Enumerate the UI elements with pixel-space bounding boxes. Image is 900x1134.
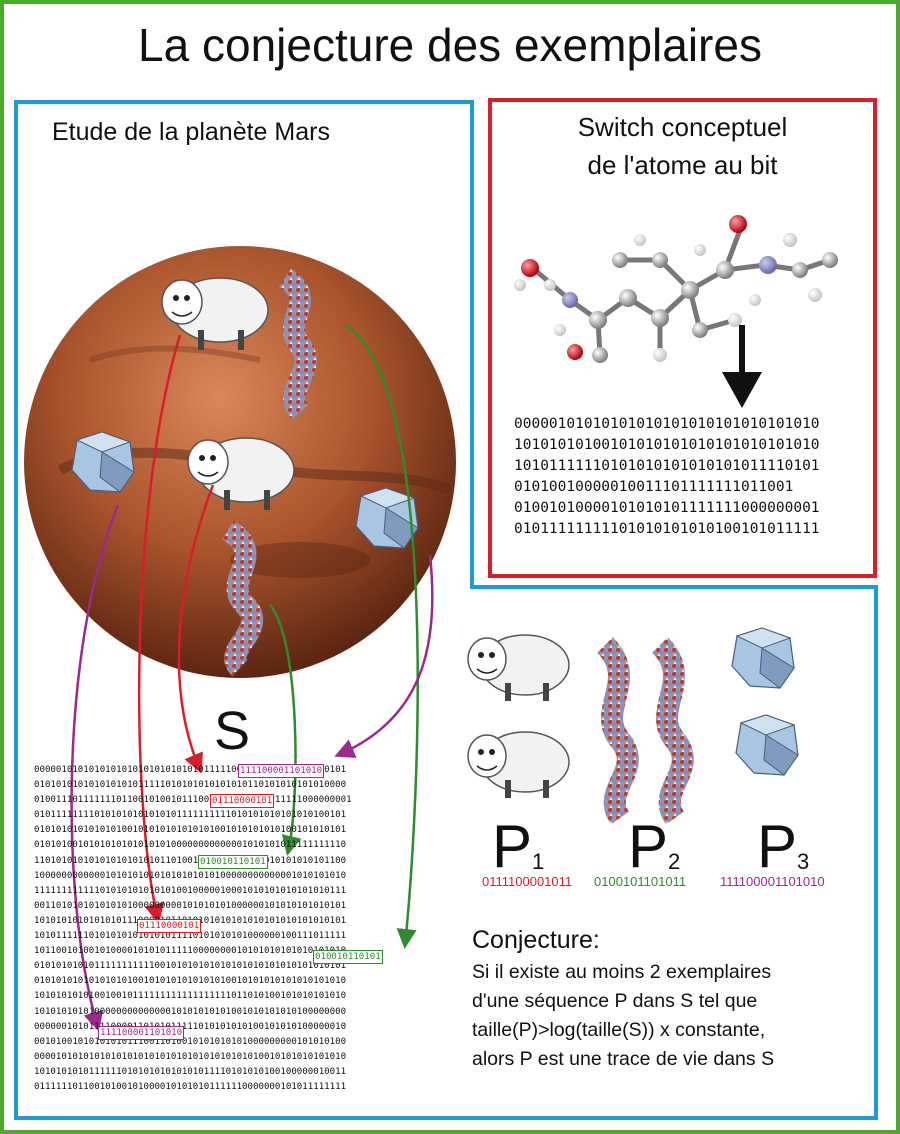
switch-title-line1: Switch conceptuel bbox=[577, 112, 788, 142]
sheep-icon bbox=[467, 634, 570, 701]
switch-title: Switch conceptuel de l'atome au bit bbox=[490, 108, 875, 184]
crystal-icon bbox=[735, 714, 799, 776]
mars-title: Etude de la planète Mars bbox=[52, 118, 330, 146]
conjecture-line: Si il existe au moins 2 exemplaires bbox=[472, 961, 772, 983]
switch-panel bbox=[488, 98, 877, 578]
dna-helix-icon bbox=[278, 268, 317, 420]
conjecture-line: taille(P)>log(taille(S)) x constante, bbox=[472, 1019, 766, 1041]
page-title: La conjecture des exemplaires bbox=[138, 19, 762, 71]
binary-row: 10101111110101010101010101011110101 bbox=[514, 458, 820, 474]
sequence-s-label: S bbox=[214, 701, 251, 761]
sheep-icon bbox=[161, 277, 269, 350]
binary-row: 10101010100101010101010101010101010 bbox=[514, 437, 820, 453]
sequence-row: 0101010010101010101010101000000000000010… bbox=[34, 840, 347, 851]
sequence-row: 1010101010100000000000000101010101010010… bbox=[34, 1006, 347, 1017]
highlight-p1: 01110000101 bbox=[137, 919, 202, 933]
pattern-p3-label: P3 bbox=[757, 813, 810, 880]
sequence-row: 0000001010111100001101010111110101010101… bbox=[34, 1021, 347, 1032]
molecule-icon bbox=[514, 215, 838, 363]
binary-encoding: 00000101010101010101010101010101010 1010… bbox=[514, 414, 820, 540]
sequence-row: 1011001010010100001010101111100000000101… bbox=[34, 946, 347, 957]
conjecture-title: Conjecture: bbox=[472, 926, 600, 954]
binary-row: 01011111111101010101010100101011111 bbox=[514, 521, 820, 537]
sheep-icon bbox=[467, 731, 570, 798]
pattern-p2-sequence: 0100101101011 bbox=[594, 874, 687, 889]
sequence-row: 1010101010101010111000010110101010101010… bbox=[34, 914, 422, 929]
binary-row: 01010010000010011101111111011001 bbox=[514, 479, 794, 495]
sequence-row: 1010101010111111010101010101010111101010… bbox=[34, 1066, 347, 1077]
sequence-row: 0101010101010101001010101010101010010101… bbox=[34, 825, 347, 836]
crystal-icon bbox=[355, 487, 419, 549]
pattern-p2-label: P2 bbox=[628, 813, 681, 880]
sequence-row: 0101111111101010101010101011111111110101… bbox=[34, 810, 347, 821]
sequence-s: 0000010101010101010101010101010111110000… bbox=[34, 763, 422, 1095]
dna-helix-icon bbox=[651, 637, 694, 825]
sheep-icon bbox=[187, 437, 295, 510]
sequence-row: 1101010101010101010101011010010101101101… bbox=[34, 855, 347, 866]
highlight-p3: 111100001101010 bbox=[238, 764, 325, 778]
binary-row: 01001010000101010101111111000000001 bbox=[514, 500, 820, 516]
sequence-row: 0111111011001010010100001010101011111100… bbox=[34, 1081, 347, 1092]
crystal-icon bbox=[71, 431, 135, 493]
pattern-p1-sequence: 0111100001011 bbox=[482, 874, 573, 889]
patterns-panel bbox=[470, 585, 878, 1120]
sequence-row: 1010101010100100101111111111111111110110… bbox=[34, 991, 347, 1002]
down-arrow-icon bbox=[722, 325, 762, 408]
conjecture-line: alors P est une trace de vie dans S bbox=[472, 1048, 775, 1070]
sequence-row: 0000101010101010101010101010101010101010… bbox=[34, 1051, 347, 1062]
dna-helix-icon bbox=[221, 520, 264, 677]
highlight-p3: 111100001101010 bbox=[98, 1026, 185, 1040]
sequence-row: 0000010101010101010101010101010111110000… bbox=[34, 765, 347, 775]
sequence-row: 0100111011111110110010100101110000101110… bbox=[34, 795, 352, 806]
switch-title-line2: de l'atome au bit bbox=[587, 150, 778, 180]
sequence-row: 1000000000000101010101010101010101000000… bbox=[34, 870, 347, 881]
sequence-row: 0011010101010101010000000001010101010000… bbox=[34, 900, 347, 911]
conjecture-line: d'une séquence P dans S tel que bbox=[472, 990, 758, 1012]
conjecture-text: Si il existe au moins 2 exemplaires d'un… bbox=[472, 958, 774, 1074]
binary-row: 00000101010101010101010101010101010 bbox=[514, 416, 820, 432]
pattern-p1-label: P1 bbox=[492, 813, 545, 880]
crystal-icon bbox=[731, 627, 795, 689]
sequence-row: 1111111111110101010101010100100000100010… bbox=[34, 885, 347, 896]
sequence-row: 0101010101011111111111001010101010101010… bbox=[34, 961, 347, 972]
sequence-row: 0101010101010101010010101010101010100101… bbox=[34, 976, 347, 987]
mapping-arrows bbox=[70, 323, 434, 1032]
highlight-p2: 010010110101 bbox=[198, 855, 268, 869]
highlight-p2: 010010110101 bbox=[313, 950, 383, 964]
pattern-p3-sequence: 111100001101010 bbox=[720, 874, 825, 889]
sequence-row: 0010100101010101011100110100101010101010… bbox=[34, 1036, 347, 1047]
sequence-row: 0101010101010101010111110101010101010101… bbox=[34, 780, 347, 791]
dna-helix-icon bbox=[596, 637, 639, 825]
sequence-row: 1010111111010101010101010111101010101010… bbox=[34, 931, 347, 942]
highlight-p1: 01110000101 bbox=[210, 794, 275, 808]
